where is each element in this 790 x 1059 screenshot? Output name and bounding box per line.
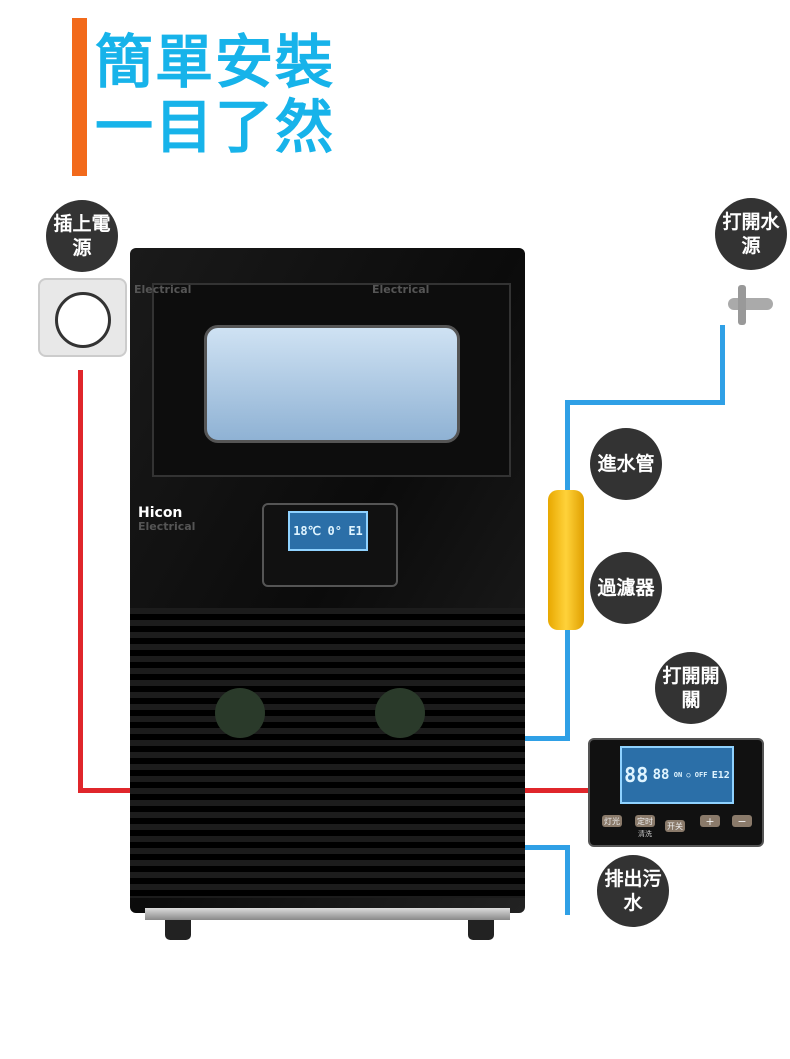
watermark: Electrical xyxy=(134,283,192,296)
lcd-code: E12 xyxy=(711,769,730,781)
machine-foot xyxy=(165,920,191,940)
viewing-window xyxy=(204,325,460,443)
label-drain: 排出污水 xyxy=(597,855,669,927)
watermark: Electrical xyxy=(138,520,196,533)
label-inlet-pipe: 進水管 xyxy=(590,428,662,500)
timer-button[interactable]: 定时 xyxy=(635,815,655,827)
lcd-code: E1 xyxy=(348,524,363,538)
control-panel-closeup: 88 88 ON ○ OFF E12 灯光 定时 清洗 开关 + − xyxy=(588,738,764,847)
drain-pipe xyxy=(565,845,570,915)
water-tap-icon xyxy=(728,280,773,325)
power-cable xyxy=(78,788,133,793)
clean-label: 清洗 xyxy=(638,830,652,838)
plus-button[interactable]: + xyxy=(700,815,720,828)
lcd-temperature: 18℃ xyxy=(293,524,322,538)
minus-button[interactable]: − xyxy=(732,815,752,828)
lcd-digits-right: 88 xyxy=(652,767,670,783)
machine-base xyxy=(145,908,510,920)
lcd-on-off: ON ○ OFF xyxy=(673,771,708,779)
fan-icon xyxy=(375,688,425,738)
label-open-water: 打開水源 xyxy=(715,198,787,270)
label-switch-on: 打開開關 xyxy=(655,652,727,724)
ice-machine: Electrical Electrical Hicon Electrical 1… xyxy=(130,248,525,913)
ice-bin-door: Electrical Electrical xyxy=(134,283,511,477)
ventilation-grille xyxy=(130,608,525,898)
drain-pipe xyxy=(525,845,570,850)
power-button[interactable]: 开关 xyxy=(665,820,685,832)
brand-logo: Hicon xyxy=(138,505,183,521)
power-cable xyxy=(78,370,83,792)
light-button[interactable]: 灯光 xyxy=(602,815,622,827)
power-cable xyxy=(525,788,590,793)
water-filter xyxy=(548,490,584,630)
watermark: Electrical xyxy=(372,283,430,296)
water-pipe xyxy=(565,400,725,405)
water-pipe xyxy=(525,736,570,741)
headline-line1: 簡單安裝 xyxy=(95,28,336,96)
label-plug-in: 插上電源 xyxy=(46,200,118,272)
fan-icon xyxy=(215,688,265,738)
label-filter: 過濾器 xyxy=(590,552,662,624)
machine-foot xyxy=(468,920,494,940)
machine-control-panel: 18℃ 0° E1 xyxy=(262,503,398,587)
lcd-digits-left: 88 xyxy=(624,763,649,787)
power-socket-icon xyxy=(38,278,127,357)
lcd-time: 0° xyxy=(327,524,342,538)
water-pipe xyxy=(720,325,725,403)
headline-line2: 一目了然 xyxy=(95,93,336,161)
accent-bar xyxy=(72,18,87,176)
